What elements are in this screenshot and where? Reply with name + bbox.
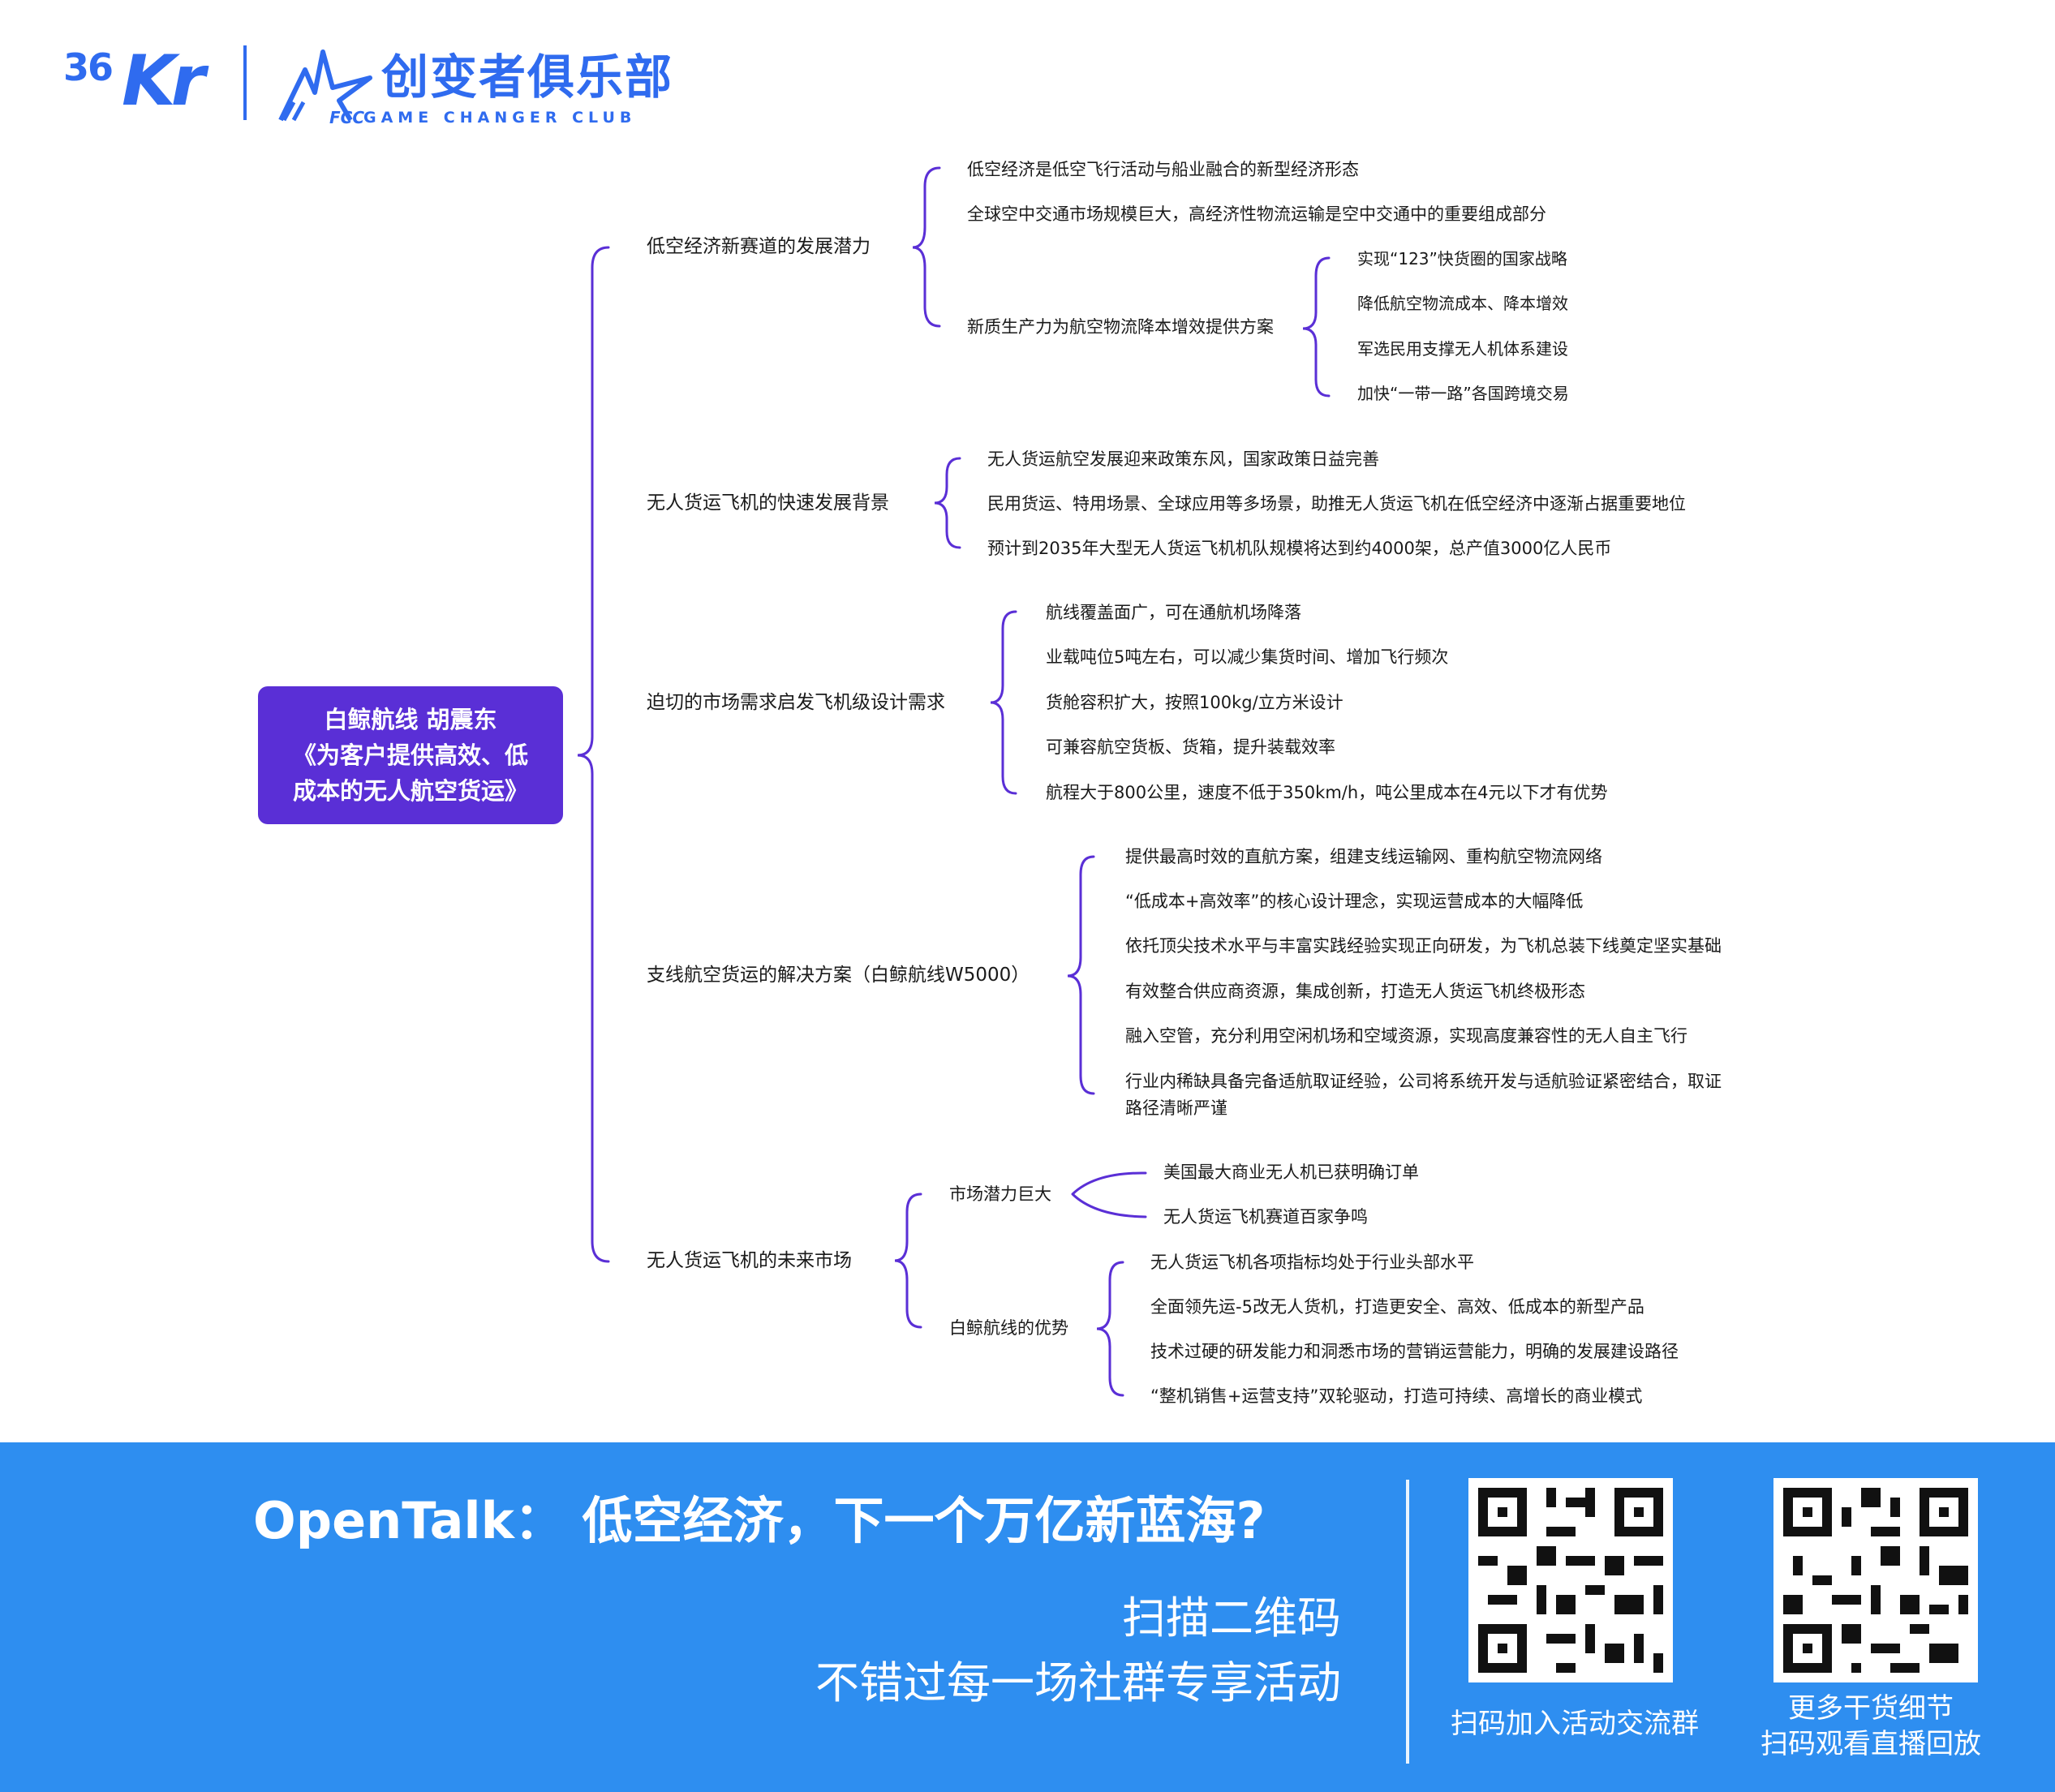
- branch5-sub2-brace: [1096, 1261, 1124, 1397]
- leaf-node: 融入空管，充分利用空闲机场和空域资源，实现高度兼容性的无人自主飞行: [1125, 1026, 1687, 1046]
- branch2-brace: [934, 457, 961, 549]
- leaf-node: 行业内稀缺具备完备适航取证经验，公司将系统开发与适航验证紧密结合，取证: [1125, 1072, 1722, 1091]
- star-logo-icon: FCC: [278, 49, 372, 127]
- leaf-node: 低空经济是低空飞行活动与船业融合的新型经济形态: [967, 160, 1359, 179]
- root-line3: 成本的无人航空货运》: [292, 777, 528, 805]
- leaf-node: 货舱容积扩大，按照100kg/立方米设计: [1046, 693, 1343, 712]
- qr-code-group[interactable]: [1468, 1478, 1673, 1682]
- banner-title: OpenTalk： 低空经济，下一个万亿新蓝海?: [253, 1491, 1266, 1550]
- leaf-node: 提供最高时效的直航方案，组建支线运输网、重构航空物流网络: [1125, 847, 1602, 866]
- mindmap-connectors: [577, 166, 1331, 1397]
- branch-node: 支线航空货运的解决方案（白鲸航线W5000）: [647, 965, 1030, 986]
- leaf-node: 依托顶尖技术水平与丰富实践经验实现正向研发，为飞机总装下线奠定坚实基础: [1125, 936, 1722, 956]
- banner-divider: [1406, 1480, 1409, 1764]
- leaf-node: 降低航空物流成本、降本增效: [1357, 294, 1568, 313]
- root-node: 白鲸航线 胡震东 《为客户提供高效、低 成本的无人航空货运》: [258, 686, 563, 824]
- branch1-brace: [912, 166, 941, 328]
- leaf-node: 业载吨位5吨左右，可以减少集货时间、增加飞行频次: [1046, 647, 1449, 667]
- leaf-node: 有效整合供应商资源，集成创新，打造无人货运飞机终极形态: [1125, 982, 1585, 1001]
- branch-node: 无人货运飞机的快速发展背景: [647, 492, 889, 514]
- branch-node: 迫切的市场需求启发飞机级设计需求: [647, 692, 945, 713]
- qr-code-icon: [1468, 1478, 1673, 1682]
- leaf-node: 民用货运、特用场景、全球应用等多场景，助推无人货运飞机在低空经济中逐渐占据重要地…: [987, 494, 1686, 514]
- leaf-node: 航线覆盖面广，可在通航机场降落: [1046, 603, 1301, 622]
- leaf-node: 预计到2035年大型无人货运飞机机队规模将达到约4000架，总产值3000亿人民…: [987, 539, 1612, 558]
- club-subtitle: GAME CHANGER CLUB: [363, 109, 637, 127]
- fcc-mark-text: FCC: [329, 108, 364, 127]
- leaf-node: 美国最大商业无人机已获明确订单: [1163, 1162, 1419, 1182]
- club-name: 创变者俱乐部: [381, 49, 674, 105]
- branch3-brace: [990, 610, 1017, 795]
- leaf-node: “整机销售+运营支持”双轮驱动，打造可持续、高增长的商业模式: [1150, 1386, 1643, 1406]
- leaf-node-continuation: 路径清晰严谨: [1125, 1098, 1227, 1118]
- logo-36kr-number: 36: [63, 45, 114, 89]
- root-line2: 《为客户提供高效、低: [292, 741, 528, 769]
- qr-code-icon: [1773, 1478, 1978, 1682]
- leaf-node: “低成本+高效率”的核心设计理念，实现运营成本的大幅降低: [1125, 892, 1584, 911]
- sub-branch-node: 市场潜力巨大: [949, 1184, 1051, 1204]
- logo-divider: [243, 45, 247, 120]
- qr-caption-replay-line2: 扫码观看直播回放: [1761, 1728, 1981, 1761]
- logo-36kr-letters: Kr: [122, 41, 205, 122]
- qr-caption-replay-line1: 更多干货细节: [1788, 1692, 1954, 1725]
- qr-code-group[interactable]: [1773, 1478, 1978, 1682]
- leaf-node: 无人货运飞机各项指标均处于行业头部水平: [1150, 1253, 1474, 1272]
- branch1-sub-brace: [1302, 256, 1331, 398]
- root-brace: [577, 246, 610, 1263]
- leaf-node: 无人货运飞机赛道百家争鸣: [1163, 1207, 1368, 1227]
- leaf-node: 无人货运航空发展迎来政策东风，国家政策日益完善: [987, 449, 1379, 469]
- leaf-node: 可兼容航空货板、货箱，提升装载效率: [1046, 737, 1335, 757]
- leaf-node: 实现“123”快货圈的国家战略: [1357, 249, 1567, 269]
- leaf-node: 加快“一带一路”各国跨境交易: [1357, 384, 1569, 403]
- leaf-node: 全面领先运-5改无人货机，打造更安全、高效、低成本的新型产品: [1150, 1297, 1644, 1317]
- branch5-brace: [894, 1193, 922, 1329]
- sub-branch-node: 白鲸航线的优势: [949, 1318, 1068, 1338]
- branch-node: 低空经济新赛道的发展潜力: [647, 236, 871, 257]
- banner-scan-text: 扫描二维码: [1122, 1592, 1341, 1644]
- branch-node: 无人货运飞机的未来市场: [647, 1250, 852, 1271]
- leaf-node: 技术过硬的研发能力和洞悉市场的营销运营能力，明确的发展建设路径: [1150, 1342, 1679, 1361]
- leaf-node: 全球空中交通市场规模巨大，高经济性物流运输是空中交通中的重要组成部分: [967, 204, 1546, 224]
- root-line1: 白鲸航线 胡震东: [324, 706, 497, 733]
- banner-promo-text: 不错过每一场社群专享活动: [815, 1657, 1341, 1708]
- leaf-node: 军选民用支撑无人机体系建设: [1357, 339, 1568, 359]
- branch5-sub1-curve: [1071, 1171, 1147, 1218]
- footer-banner: OpenTalk： 低空经济，下一个万亿新蓝海? 扫描二维码 不错过每一场社群专…: [0, 1442, 2055, 1792]
- qr-caption-replay: 更多干货细节 扫码观看直播回放: [1761, 1691, 1981, 1762]
- leaf-node: 航程大于800公里，速度不低于350km/h，吨公里成本在4元以下才有优势: [1046, 783, 1608, 802]
- qr-caption-community: 扫码加入活动交流群: [1451, 1708, 1699, 1740]
- sub-branch-node: 新质生产力为航空物流降本增效提供方案: [967, 317, 1274, 337]
- branch4-brace: [1067, 855, 1095, 1095]
